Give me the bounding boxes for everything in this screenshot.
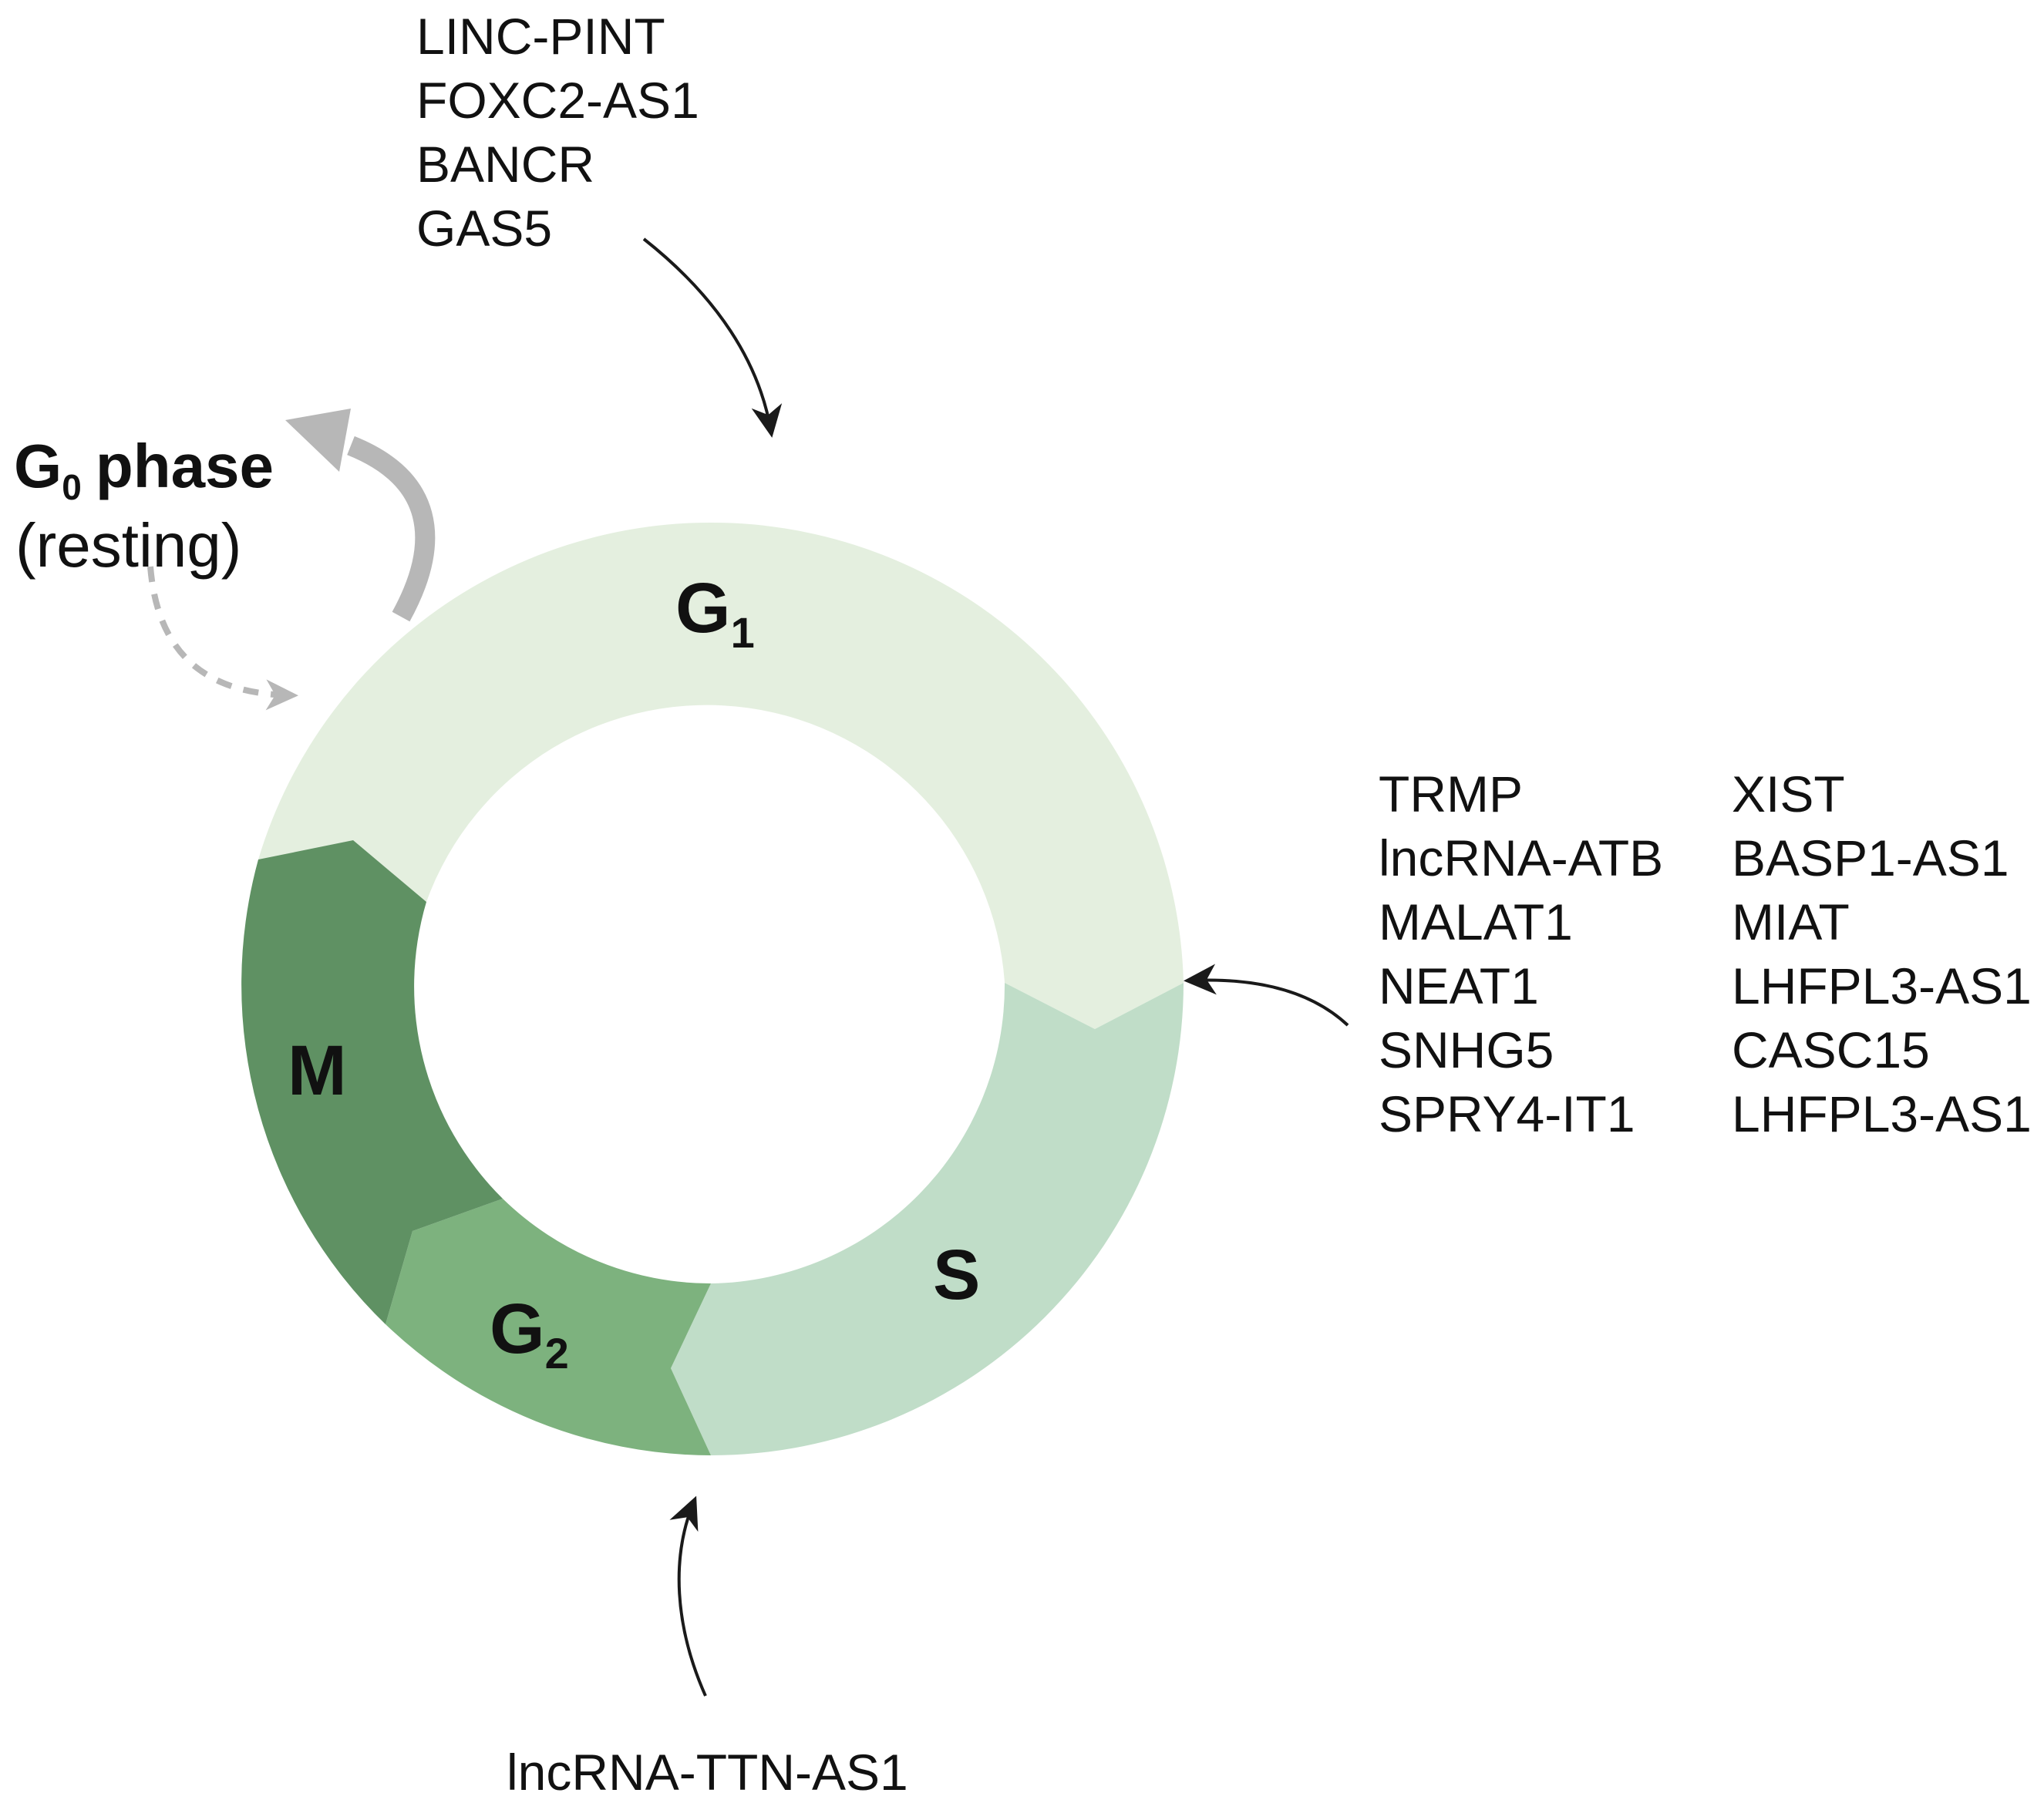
s-regulator-list-col2: XIST BASP1-AS1 MIAT LHFPL3-AS1 CASC15 LH… (1732, 765, 2032, 1142)
g0-resting-label: (resting) (15, 511, 241, 580)
s-regulator-item: SPRY4-IT1 (1379, 1085, 1635, 1142)
s-regulator-item: NEAT1 (1379, 957, 1539, 1014)
s-regulator-item: MALAT1 (1379, 893, 1573, 950)
s-regulator-item: BASP1-AS1 (1732, 829, 2009, 886)
s-regulator-item: lncRNA-ATB (1379, 829, 1663, 886)
g1-segment (258, 522, 1184, 1029)
s-regulator-list-col1: TRMP lncRNA-ATB MALAT1 NEAT1 SNHG5 SPRY4… (1379, 765, 1663, 1142)
g2-label: G2 (490, 1290, 569, 1377)
s-regulator-item: CASC15 (1732, 1021, 1930, 1078)
g1-regulator-arrow (642, 237, 783, 438)
g1-regulator-item: LINC-PINT (416, 8, 665, 65)
g2-regulator-list: lncRNA-TTN-AS1 (507, 1744, 908, 1801)
s-regulator-item: MIAT (1732, 893, 1850, 950)
s-regulator-item: TRMP (1379, 765, 1523, 822)
s-regulator-arrow (1184, 964, 1349, 1027)
g0-exit-arrow (285, 409, 436, 622)
s-label: S (933, 1236, 980, 1314)
cell-cycle-ring (241, 522, 1184, 1455)
g1-regulator-list: LINC-PINT FOXC2-AS1 BANCR GAS5 (416, 8, 699, 257)
g2-regulator-arrow (669, 1495, 707, 1697)
g0-reentry-arrow (147, 566, 298, 711)
g1-label: G1 (675, 569, 755, 657)
g1-regulator-item: GAS5 (416, 200, 552, 257)
m-segment (241, 840, 503, 1324)
g2-regulator-item: lncRNA-TTN-AS1 (507, 1744, 908, 1801)
s-regulator-item: SNHG5 (1379, 1021, 1554, 1078)
s-regulator-item: LHFPL3-AS1 (1732, 1085, 2032, 1142)
g1-regulator-item: FOXC2-AS1 (416, 72, 699, 129)
s-regulator-item: XIST (1732, 765, 1845, 822)
m-label: M (288, 1031, 347, 1110)
s-segment (671, 983, 1184, 1455)
s-regulator-item: LHFPL3-AS1 (1732, 957, 2032, 1014)
g2-segment (386, 1199, 711, 1455)
g1-regulator-item: BANCR (416, 136, 594, 193)
